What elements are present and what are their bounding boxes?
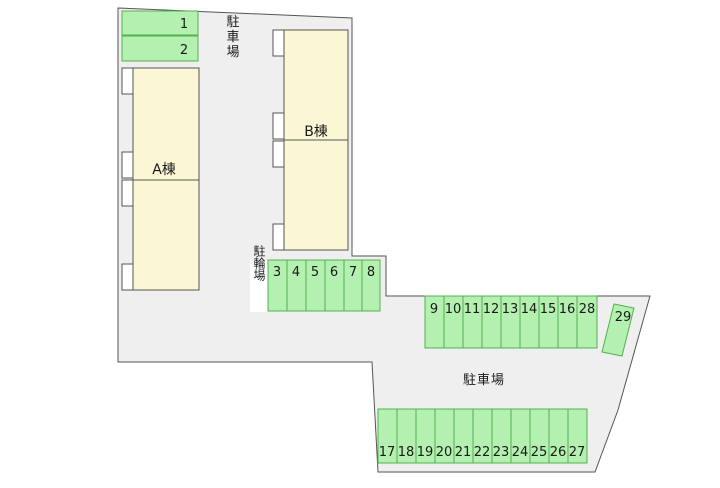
balcony bbox=[121, 179, 134, 207]
parking-area-label-north: 駐車場 bbox=[224, 15, 240, 60]
parking-spaces-bottom-row: 17 18 19 20 21 22 23 24 25 26 27 bbox=[377, 408, 588, 464]
balcony bbox=[272, 112, 285, 140]
parking-space-label: 11 bbox=[464, 302, 481, 317]
parking-space-28 bbox=[576, 295, 598, 349]
parking-space-label: 26 bbox=[550, 445, 567, 460]
bicycle-parking-label: 駐輪場 bbox=[252, 244, 266, 282]
parking-spaces-middle-row: 3 4 5 6 7 8 bbox=[267, 259, 381, 312]
parking-space-label: 25 bbox=[531, 445, 548, 460]
building-a-label: A棟 bbox=[152, 162, 176, 178]
balcony bbox=[121, 67, 134, 95]
parking-space-label: 16 bbox=[559, 302, 576, 317]
balcony bbox=[272, 29, 285, 57]
parking-area-label-south: 駐車場 bbox=[463, 373, 505, 388]
parking-spaces-right-row: 9 10 11 12 13 14 15 16 28 bbox=[424, 295, 598, 349]
parking-space-label: 8 bbox=[367, 265, 375, 280]
parking-space-label: 19 bbox=[417, 445, 434, 460]
parking-space-label: 15 bbox=[540, 302, 557, 317]
parking-space-label: 6 bbox=[330, 265, 338, 280]
parking-space-label: 29 bbox=[615, 310, 632, 325]
balcony bbox=[272, 140, 285, 168]
parking-space-label: 21 bbox=[455, 445, 472, 460]
parking-space-label: 4 bbox=[292, 265, 300, 280]
parking-space-label: 12 bbox=[483, 302, 500, 317]
parking-space-label: 1 bbox=[180, 17, 188, 32]
parking-space-label: 2 bbox=[180, 43, 188, 58]
lot-outline bbox=[117, 7, 651, 473]
parking-space-label: 5 bbox=[311, 265, 319, 280]
parking-space-label: 18 bbox=[398, 445, 415, 460]
parking-spaces-top-left: 1 2 bbox=[121, 10, 199, 62]
parking-space-label: 17 bbox=[379, 445, 396, 460]
parking-space-label: 23 bbox=[493, 445, 510, 460]
bicycle-parking-area bbox=[250, 260, 268, 312]
building-a: A棟 bbox=[121, 67, 200, 291]
parking-space-1 bbox=[121, 10, 199, 36]
parking-space-29 bbox=[601, 303, 635, 357]
parking-space-label: 24 bbox=[512, 445, 529, 460]
parking-space-label: 10 bbox=[445, 302, 462, 317]
building-b-label: B棟 bbox=[304, 124, 328, 140]
balcony bbox=[121, 263, 134, 291]
parking-space-label: 3 bbox=[273, 265, 281, 280]
parking-space-label: 27 bbox=[569, 445, 586, 460]
parking-space-label: 14 bbox=[521, 302, 538, 317]
building-a-body bbox=[132, 67, 200, 291]
balcony bbox=[272, 223, 285, 251]
building-b: B棟 bbox=[272, 29, 349, 251]
parking-space-2 bbox=[121, 35, 199, 62]
parking-space-label: 20 bbox=[436, 445, 453, 460]
parking-spaces-angled: 29 bbox=[601, 303, 635, 357]
parking-space-27 bbox=[567, 408, 588, 464]
parking-space-label: 28 bbox=[579, 302, 596, 317]
parking-space-8 bbox=[361, 259, 381, 312]
parking-space-label: 7 bbox=[349, 265, 357, 280]
parking-space-label: 9 bbox=[430, 302, 438, 317]
balcony bbox=[121, 151, 134, 179]
parking-space-label: 22 bbox=[474, 445, 491, 460]
parking-space-label: 13 bbox=[502, 302, 519, 317]
